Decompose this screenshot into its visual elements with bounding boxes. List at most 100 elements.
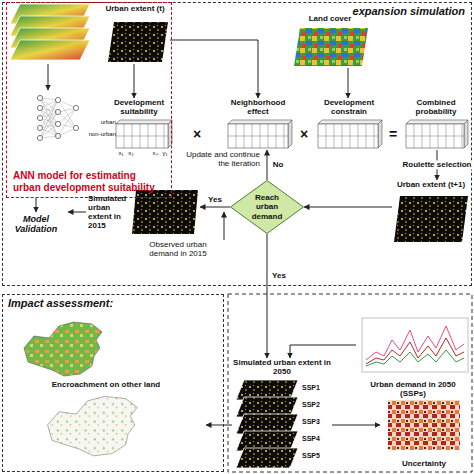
grid-top [318,120,382,124]
grid-side [288,120,292,148]
connector [134,64,135,98]
factor-stack [10,4,90,60]
arrow [224,212,225,240]
net-neuron [37,105,42,110]
net-neuron [55,97,60,102]
free-label: x₁ [116,150,126,157]
chart-line [366,338,464,364]
grid-line [326,124,327,148]
grid-line [164,124,165,148]
china-map [24,322,102,376]
free-label: Observed urban demand in 2015 [138,240,218,258]
node-text: Urban extent (t+1) [393,180,469,189]
grid-line [358,124,359,148]
grid-front [116,124,168,148]
free-label: SSP3 [302,418,330,426]
connector [267,150,268,180]
free-label: Model Validation [6,214,66,235]
node-text: ANN model for estimating urban developme… [13,170,163,193]
landcover-map [294,28,368,66]
free-label: urban [86,119,116,126]
node-text: Development suitability [108,98,170,116]
process-box: Simulated urban extent in 2015 [86,186,200,238]
grid-line [228,136,288,137]
arrow [68,212,86,213]
grid-line [462,124,463,148]
china-map [48,396,138,455]
grid-line [252,124,253,148]
grid-front [406,124,464,148]
net-neuron [55,133,60,138]
grid-line [268,124,269,148]
free-label: × [188,126,206,142]
grid-line [438,124,439,148]
node-text: Impact assessment: [8,297,113,310]
grid-line [374,124,375,148]
urban-map [132,190,198,234]
node-text: Development constrain [314,98,384,116]
connector [304,207,392,208]
grid-line [236,124,237,148]
free-label: SSP5 [302,452,330,460]
net-link [58,108,76,124]
process-box: Land cover [290,14,370,68]
net-link [40,112,58,128]
free-label: Update and continue the iteration [182,150,260,168]
edge-label: Yes [270,271,288,280]
grid-line [414,124,415,148]
arrow [48,64,49,90]
process-box: Encroachment on other land [6,322,206,468]
node-text: Neighborhood effect [223,98,293,116]
free-label: × [295,126,313,142]
net-neuron [73,105,78,110]
grid-line [156,124,157,148]
free-label: non-urban [86,131,116,138]
node-text: Simulated urban extent in 2050 [232,358,332,376]
grid-line [260,124,261,148]
grid-line [132,124,133,148]
process-box: Combined probability [402,98,470,150]
grid-side [378,120,382,148]
process-box: Urban extent (t) [100,4,170,64]
grid-line [124,124,125,148]
node-text: Urban demand in 2050 (SSPs) [357,380,469,398]
grid-line [454,124,455,148]
grid-top [228,120,292,124]
panel-border [228,294,472,472]
free-label: xₙ [150,150,160,157]
chart-line [366,350,464,366]
grid-line [342,124,343,148]
node-text: Reach urban demand [246,193,288,221]
net-neuron [37,95,42,100]
grid-line [422,124,423,148]
net-link [58,128,76,136]
edge-label: Roulette selection [401,160,474,169]
edge-label: No [271,160,286,169]
grid-line [430,124,431,148]
process-box: Urban demand in 2050 (SSPs) [356,314,470,398]
edge-label: Yes [206,195,224,204]
urban-map [394,196,468,242]
grid-top [406,120,468,124]
net-neuron [55,109,60,114]
free-label: = [385,126,401,142]
node-text: expansion simulation [353,5,465,18]
grid-line [318,136,378,137]
net-neuron [37,135,42,140]
grid-cube [116,120,468,148]
net-link [58,112,76,128]
panel-box: Impact assessment: Encroachment on other … [2,294,224,472]
factor-layer [10,40,90,60]
free-label: y₁ [160,150,170,157]
grid-line [334,124,335,148]
panel-box: ANN model for estimating urban developme… [6,2,172,198]
connector [348,68,349,98]
free-label: SSP2 [302,401,330,409]
process-box: Development constrain [314,98,384,150]
urban-map [108,22,168,62]
process-box: Urban extent (t+1) [392,180,470,244]
process-box: Neighborhood effect [222,98,294,150]
neural-net [37,95,78,140]
